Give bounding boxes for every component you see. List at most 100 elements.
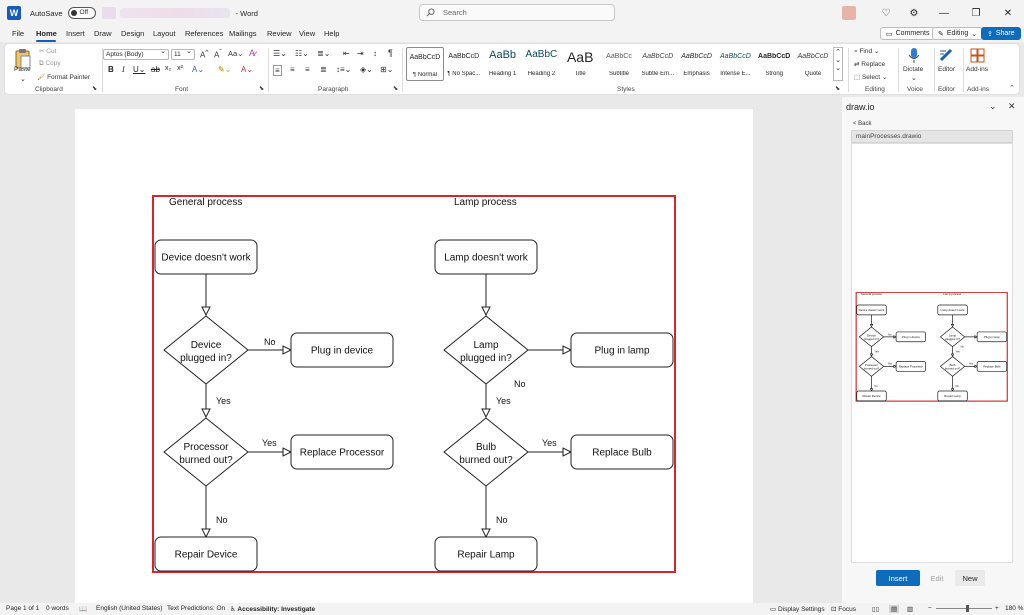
tab-draw[interactable]: Draw [94, 29, 112, 38]
proofing-icon[interactable]: 📖 [79, 606, 88, 613]
bold-button[interactable]: B [108, 65, 114, 74]
tab-insert[interactable]: Insert [66, 29, 85, 38]
subscript-button[interactable]: x₂ [165, 65, 172, 72]
align-center-icon[interactable]: ≡ [290, 65, 295, 74]
align-right-icon[interactable]: ≡ [305, 65, 310, 74]
collapse-ribbon-icon[interactable]: ⌃ [1009, 85, 1015, 92]
paste-button[interactable]: Paste [14, 66, 31, 73]
multilevel-list-icon[interactable]: ≣⌄ [317, 49, 331, 58]
save-icon[interactable] [101, 7, 116, 19]
show-formatting-icon[interactable]: ¶ [388, 48, 393, 58]
shading-icon[interactable]: ◈⌄ [360, 65, 373, 74]
restore-button[interactable]: ❐ [971, 7, 981, 19]
zoom-slider[interactable] [936, 608, 992, 609]
search-input[interactable]: Search [419, 4, 615, 21]
font-launcher-icon[interactable]: ⬊ [259, 86, 265, 92]
clipboard-launcher-icon[interactable]: ⬊ [92, 86, 98, 92]
paragraph-launcher-icon[interactable]: ⬊ [393, 86, 399, 92]
font-name-select[interactable]: Aptos (Body) [103, 47, 169, 60]
tab-help[interactable]: Help [324, 29, 340, 38]
styles-scroll-button[interactable]: ⌃⌄⌄ [833, 47, 843, 81]
copy-button[interactable]: ⧉ Copy [39, 60, 61, 67]
zoom-slider-thumb[interactable] [966, 605, 969, 612]
decrease-indent-icon[interactable]: ⇤ [343, 49, 350, 58]
justify-icon[interactable]: ≣ [320, 65, 327, 74]
cut-button[interactable]: ✂ Cut [39, 48, 57, 55]
dictate-chevron-icon[interactable]: ⌄ [911, 75, 917, 82]
font-color-icon[interactable]: A⌄ [241, 65, 254, 74]
paste-chevron-icon[interactable]: ⌄ [20, 76, 26, 83]
share-button[interactable]: ⇪Share [981, 27, 1021, 40]
accessibility-status[interactable]: ♿ Accessibility: Investigate [230, 606, 316, 613]
zoom-in-button[interactable]: + [995, 605, 999, 612]
page-count[interactable]: Page 1 of 1 [6, 605, 40, 612]
pane-options-chevron-icon[interactable]: ⌄ [989, 101, 997, 111]
font-size-select[interactable]: 11 [171, 47, 195, 60]
grow-font-button[interactable]: A^ [200, 49, 209, 60]
insert-button[interactable]: Insert [876, 570, 920, 586]
style-item[interactable]: AaBbCcD¶ Normal [406, 47, 444, 81]
word-count[interactable]: 0 words [46, 605, 69, 612]
focus-button[interactable]: ⊡ Focus [831, 606, 856, 613]
back-link[interactable]: < Back [853, 121, 872, 127]
autosave-toggle[interactable]: Off [67, 7, 96, 19]
edit-button[interactable]: Edit [930, 573, 944, 583]
new-button[interactable]: New [955, 570, 985, 586]
tab-file[interactable]: File [12, 29, 25, 38]
clear-formatting-icon[interactable]: A̷ [249, 48, 256, 58]
minimize-button[interactable]: — [939, 7, 949, 19]
text-effects-icon[interactable]: A⌄ [192, 65, 205, 74]
style-item[interactable]: AaBbCcD¶ No Spac... [445, 47, 483, 81]
change-case-button[interactable]: Aa⌄ [228, 49, 244, 58]
print-layout-icon[interactable]: ▤ [889, 605, 900, 613]
align-left-icon[interactable]: ≡ [273, 65, 282, 76]
format-painter-button[interactable]: 🖌 Format Painter [37, 74, 91, 81]
replace-button[interactable]: ⇄ Replace [854, 61, 886, 68]
add-ins-icon[interactable] [968, 46, 986, 64]
comments-button[interactable]: ▭Comments [880, 27, 936, 40]
shrink-font-button[interactable]: Aˇ [214, 49, 222, 60]
paste-icon[interactable] [13, 47, 33, 71]
editor-button[interactable]: Editor [938, 66, 955, 73]
sort-icon[interactable]: ↕ [373, 49, 377, 58]
select-button[interactable]: ⬚ Select ⌄ [854, 74, 888, 81]
bullets-icon[interactable]: ☰⌄ [273, 49, 287, 58]
display-settings-button[interactable]: ▭ Display Settings [770, 606, 825, 613]
numbering-icon[interactable]: ☷⌄ [295, 49, 309, 58]
settings-gear-icon[interactable]: ⚙ [909, 7, 919, 19]
close-button[interactable]: ✕ [1003, 7, 1013, 19]
underline-button[interactable]: U⌄ [133, 65, 146, 74]
tab-review[interactable]: Review [267, 29, 292, 38]
tab-layout[interactable]: Layout [153, 29, 176, 38]
tab-home[interactable]: Home [36, 29, 57, 38]
italic-button[interactable]: I [122, 65, 125, 74]
zoom-out-button[interactable]: − [928, 605, 932, 612]
language[interactable]: English (United States) [96, 605, 163, 612]
add-ins-button[interactable]: Add-ins [966, 66, 989, 73]
styles-launcher-icon[interactable]: ⬊ [835, 86, 841, 92]
text-predictions[interactable]: Text Predictions: On [167, 605, 226, 612]
highlight-icon[interactable]: ✎⌄ [218, 65, 232, 74]
lightbulb-icon[interactable]: ♡ [881, 7, 891, 19]
strikethrough-button[interactable]: ab [151, 65, 160, 74]
tab-references[interactable]: References [185, 29, 224, 38]
zoom-level[interactable]: 180 % [1005, 605, 1024, 612]
borders-icon[interactable]: ⊞⌄ [380, 65, 394, 74]
tab-view[interactable]: View [299, 29, 316, 38]
find-button[interactable]: ⌕ Find ⌄ [854, 48, 880, 55]
microphone-icon[interactable] [906, 46, 922, 64]
avatar[interactable] [842, 6, 856, 20]
superscript-button[interactable]: x² [177, 65, 183, 72]
